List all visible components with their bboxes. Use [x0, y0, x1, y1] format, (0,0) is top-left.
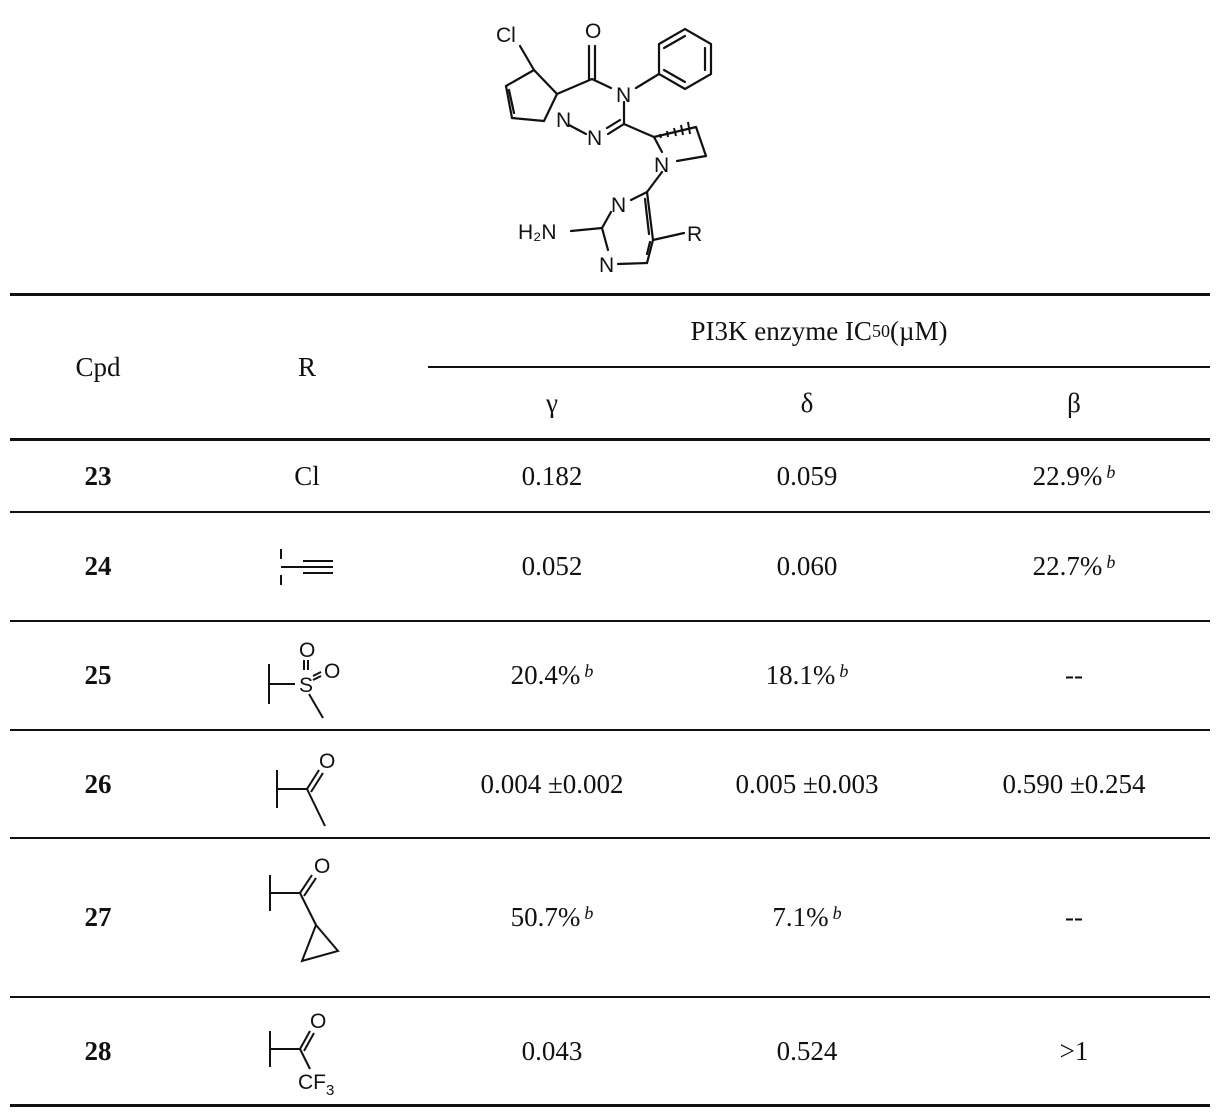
- row-27-beta: --: [1065, 902, 1083, 932]
- acetyl-structure: O: [276, 750, 335, 827]
- atom-pyrimidine-n-bottom: N: [599, 254, 614, 277]
- header-gamma: γ: [546, 387, 558, 418]
- row-rule: [10, 620, 1210, 622]
- row-23-beta-value: 22.9%: [1032, 460, 1103, 491]
- row-28-gamma: 0.043: [521, 1035, 583, 1066]
- row-27-delta-footnote: b: [832, 903, 842, 923]
- r28-atom-cf3: CF3: [298, 1071, 334, 1099]
- row-24-beta: 22.7%b: [938, 513, 1210, 620]
- row-23-cpd: 23: [84, 460, 112, 491]
- row-27-gamma-footnote: b: [584, 903, 594, 923]
- atom-amino: H₂N: [518, 221, 556, 244]
- row-24-beta-footnote: b: [1106, 552, 1116, 572]
- stereo-hash-bond: [659, 121, 691, 139]
- row-24-gamma: 0.052: [521, 551, 583, 581]
- row-28-cpd: 28: [84, 1035, 112, 1066]
- header-group-suffix: (µM): [889, 315, 948, 346]
- row-23-beta: 22.9%b: [938, 441, 1210, 511]
- row-25-delta-value: 18.1%: [765, 660, 836, 690]
- row-23-gamma: 0.182: [521, 460, 583, 491]
- row-25-r-methylsulfonyl: S O O: [186, 622, 428, 729]
- row-27-r-cyclopropylcarbonyl: O: [186, 839, 428, 996]
- table-bottom-rule: [10, 1104, 1210, 1107]
- row-25-gamma-footnote: b: [584, 661, 594, 681]
- row-rule: [10, 729, 1210, 731]
- atom-n3: N: [616, 84, 631, 107]
- r28-cf3-sub: 3: [326, 1082, 334, 1099]
- atom-pyrimidine-n-top: N: [611, 194, 626, 217]
- r25-atom-o2: O: [324, 660, 340, 683]
- row-27-cpd: 27: [84, 902, 112, 932]
- r27-atom-o: O: [314, 855, 330, 878]
- row-23-delta: 0.059: [776, 460, 838, 491]
- table-top-rule: [10, 293, 1210, 296]
- header-group-sub: 50: [871, 320, 890, 341]
- header-beta: β: [1067, 387, 1081, 418]
- row-27-delta-value: 7.1%: [772, 902, 829, 932]
- row-rule: [10, 511, 1210, 513]
- row-23-beta-footnote: b: [1106, 461, 1116, 482]
- row-25-gamma: 20.4%b: [428, 622, 676, 729]
- trifluoroacetyl-structure: O CF3: [269, 1010, 334, 1099]
- atom-r-group: R: [687, 223, 702, 246]
- r25-atom-o1: O: [299, 639, 315, 662]
- header-r: R: [297, 351, 316, 382]
- row-28-r-trifluoroacetyl: O CF3: [186, 998, 428, 1104]
- group-header-rule: [428, 366, 1210, 368]
- header-cpd: Cpd: [75, 351, 121, 382]
- r28-atom-o: O: [310, 1010, 326, 1033]
- row-28-beta: >1: [1059, 1035, 1089, 1066]
- row-24-cpd: 24: [84, 551, 112, 581]
- row-28-delta: 0.524: [776, 1035, 838, 1066]
- row-26-delta: 0.005 ±0.003: [735, 768, 879, 799]
- header-bottom-rule: [10, 438, 1210, 441]
- r25-atom-s: S: [299, 674, 313, 697]
- row-26-gamma: 0.004 ±0.002: [480, 768, 624, 799]
- row-24-r-ethynyl: [186, 513, 428, 620]
- row-24-delta: 0.060: [776, 551, 838, 581]
- row-26-beta: 0.590 ±0.254: [1002, 768, 1146, 799]
- r26-atom-o: O: [319, 750, 335, 773]
- row-27-gamma-value: 50.7%: [510, 902, 581, 932]
- row-25-gamma-value: 20.4%: [510, 660, 581, 690]
- ethynyl-structure: [280, 548, 333, 585]
- atom-carbonyl-o: O: [585, 20, 601, 43]
- row-rule: [10, 996, 1210, 998]
- row-23-r: Cl: [294, 460, 320, 491]
- row-25-delta-footnote: b: [839, 661, 849, 681]
- cyclopropylcarbonyl-structure: O: [269, 855, 340, 962]
- row-26-cpd: 26: [84, 768, 112, 799]
- atom-n2: N: [587, 127, 602, 150]
- row-27-delta: 7.1%b: [676, 839, 938, 996]
- header-delta: δ: [800, 387, 814, 418]
- row-24-beta-value: 22.7%: [1032, 551, 1103, 581]
- row-rule: [10, 837, 1210, 839]
- row-27-gamma: 50.7%b: [428, 839, 676, 996]
- row-25-cpd: 25: [84, 660, 112, 690]
- atom-azetidine-n: N: [654, 154, 669, 177]
- atom-cl: Cl: [496, 24, 516, 47]
- row-25-delta: 18.1%b: [676, 622, 938, 729]
- header-group-prefix: PI3K enzyme IC: [690, 315, 872, 346]
- methylsulfonyl-structure: S O O: [268, 639, 340, 719]
- row-26-r-acetyl: O: [186, 731, 428, 837]
- core-structure-drawing: Cl O N N N N N N H₂N R: [440, 6, 780, 288]
- r28-cf: CF: [298, 1071, 326, 1094]
- core-structure-svg: Cl O N N N N N N H₂N R: [496, 20, 713, 277]
- row-25-beta: --: [1065, 660, 1083, 690]
- atom-n1: N: [556, 109, 571, 132]
